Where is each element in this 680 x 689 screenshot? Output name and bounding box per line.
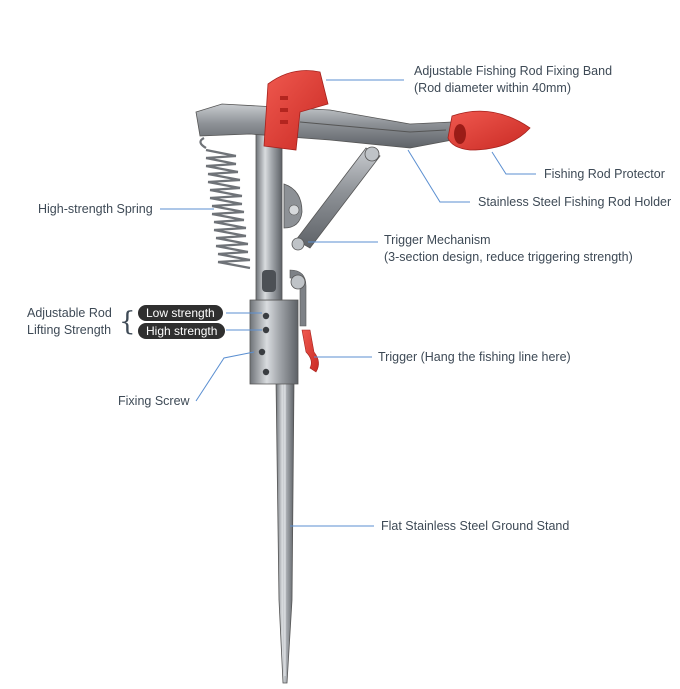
label-band-line2: (Rod diameter within 40mm)	[414, 81, 571, 95]
rod-holder-arm	[195, 103, 453, 149]
adjust-hole-1	[262, 312, 270, 320]
rod-holder-channel	[299, 121, 447, 133]
trigger-link-diagonal	[295, 147, 381, 249]
label-trigger-mech-line2: (3-section design, reduce triggering str…	[384, 250, 633, 264]
trigger-pivot-top	[364, 146, 380, 162]
spring	[199, 137, 251, 270]
label-fixing-screw: Fixing Screw	[118, 394, 190, 408]
label-spring: High-strength Spring	[38, 202, 153, 216]
low-strength-badge: Low strength	[138, 305, 223, 321]
label-trigger-mech-line1: Trigger Mechanism	[384, 233, 491, 247]
label-lifting-line1: Adjustable Rod	[27, 306, 112, 320]
adjust-hole-2	[262, 326, 270, 334]
label-band-line1: Adjustable Fishing Rod Fixing Band	[414, 64, 613, 78]
trigger-pivot-low	[291, 237, 305, 251]
label-trigger: Trigger (Hang the fishing line here)	[378, 350, 571, 364]
plate-slot	[262, 270, 276, 292]
adjust-hole-3	[258, 348, 266, 356]
label-holder: Stainless Steel Fishing Rod Holder	[478, 195, 672, 209]
brace-icon: {	[119, 307, 136, 337]
label-lifting-line2: Lifting Strength	[27, 323, 112, 337]
label-protector: Fishing Rod Protector	[544, 167, 665, 181]
high-strength-badge: High strength	[138, 323, 226, 339]
label-ground-stand: Flat Stainless Steel Ground Stand	[381, 519, 570, 533]
leader-lines	[160, 79, 536, 527]
adjust-hole-4	[262, 368, 270, 376]
trigger-hook	[301, 329, 319, 373]
rod-protector	[447, 110, 531, 151]
fixing-band	[263, 70, 329, 151]
